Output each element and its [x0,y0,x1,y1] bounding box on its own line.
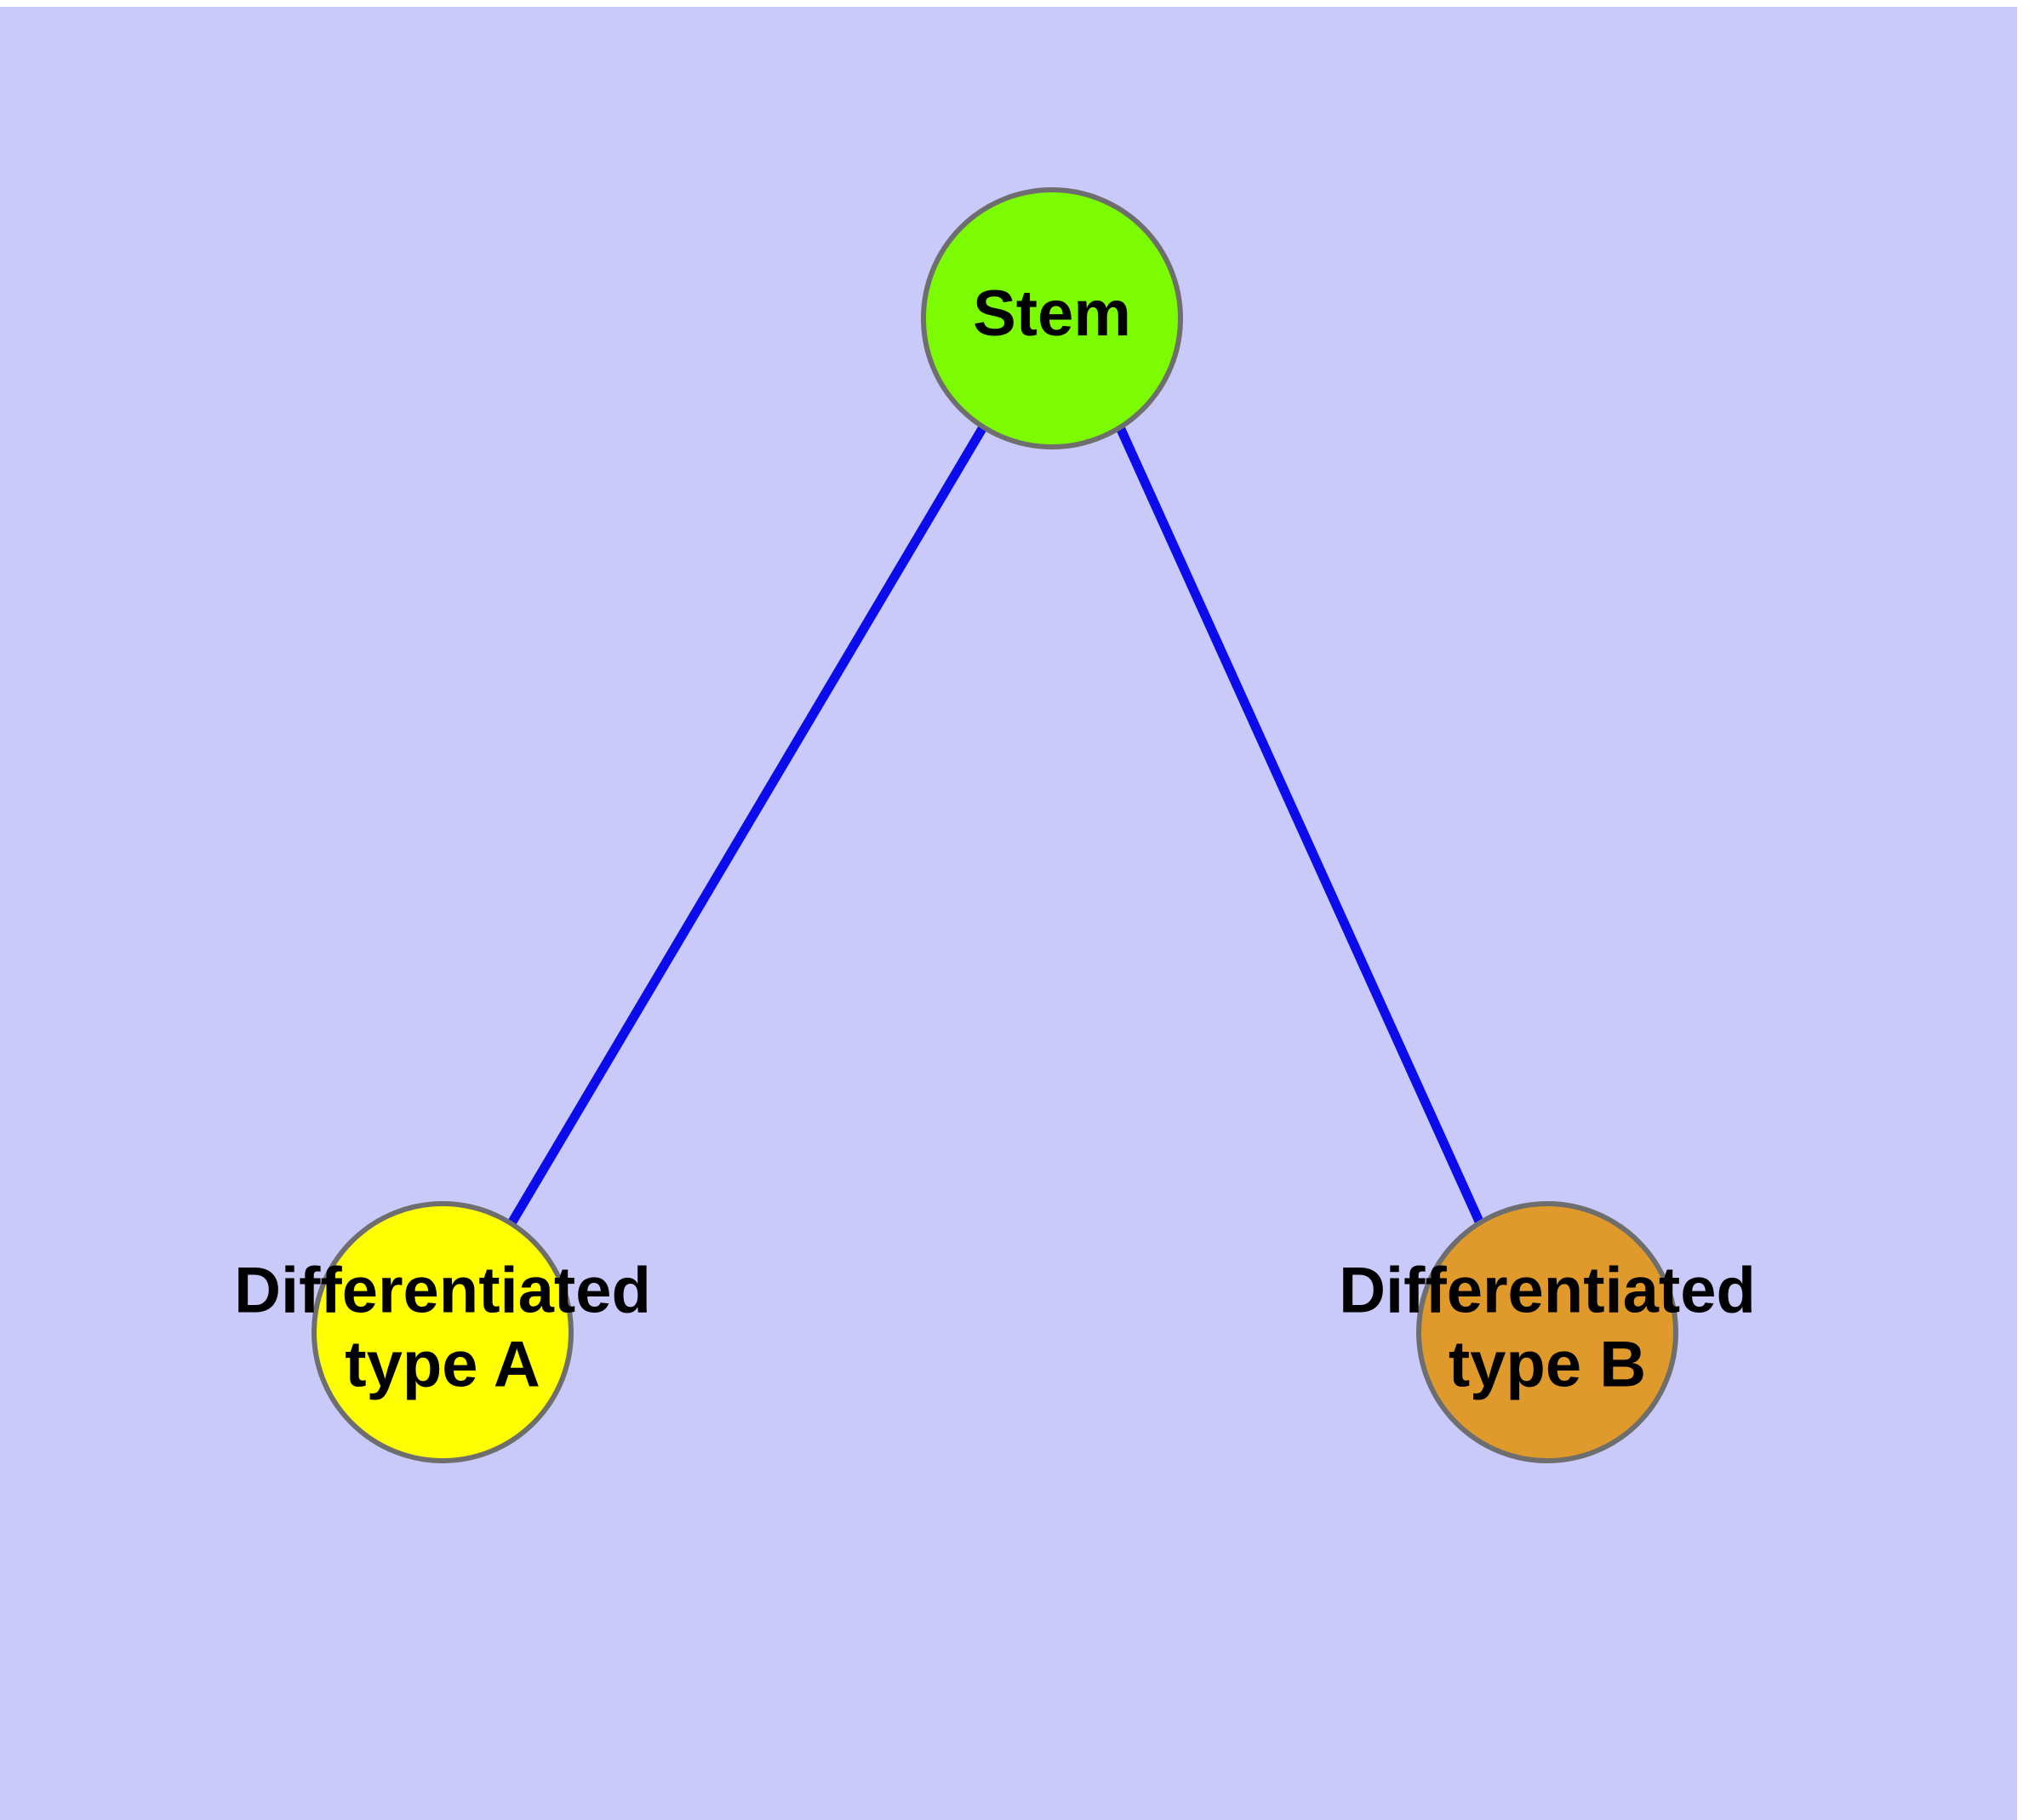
node-circle-diff_b[interactable] [1416,1201,1678,1463]
node-label-line: type A [345,1329,540,1401]
edge-stem-diff-a[interactable] [507,425,987,1226]
edges-group [507,425,1485,1226]
node-label-line: Stem [973,278,1131,350]
node-label-line: type B [1449,1329,1646,1401]
node-stem[interactable]: Stem [921,187,1183,449]
node-label-stem: Stem [973,278,1131,350]
node-label-line: Differentiated [1339,1254,1756,1326]
node-label-line: Differentiated [234,1254,651,1326]
node-circle-diff_a[interactable] [311,1201,574,1463]
node-circle-stem[interactable] [921,187,1183,449]
edge-stem-diff-b[interactable] [1115,425,1485,1226]
